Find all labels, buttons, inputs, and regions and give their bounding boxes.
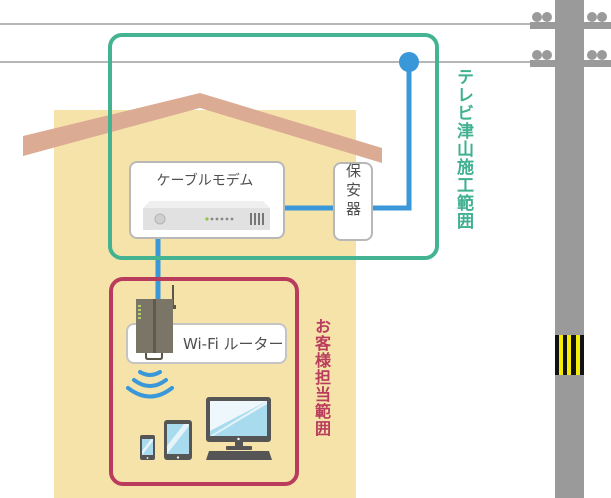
cable-drop-point	[399, 52, 419, 72]
pole-warning-stripes	[555, 335, 584, 375]
utility-pole	[530, 0, 611, 498]
provider-scope-label: テレビ津山施工範囲	[453, 68, 473, 230]
tablet-icon	[164, 420, 192, 460]
protector-box	[333, 162, 373, 241]
smartphone-icon	[140, 435, 155, 460]
house	[23, 93, 382, 498]
customer-scope-label: お客様担当範囲	[312, 318, 331, 437]
wifi-router-label: Wi-Fi ルーター	[183, 335, 284, 353]
overhead-wires	[0, 23, 531, 63]
desktop-pc-icon	[206, 397, 272, 460]
cable-modem	[129, 161, 285, 239]
customer-scope-frame	[109, 277, 299, 486]
coax-cable	[155, 62, 412, 300]
wifi-signal-icon	[126, 370, 174, 399]
cable-modem-label: ケーブルモデム	[156, 173, 254, 189]
protector-label: 保安器	[344, 163, 362, 220]
provider-scope-frame	[108, 33, 439, 260]
wifi-router	[136, 285, 176, 360]
